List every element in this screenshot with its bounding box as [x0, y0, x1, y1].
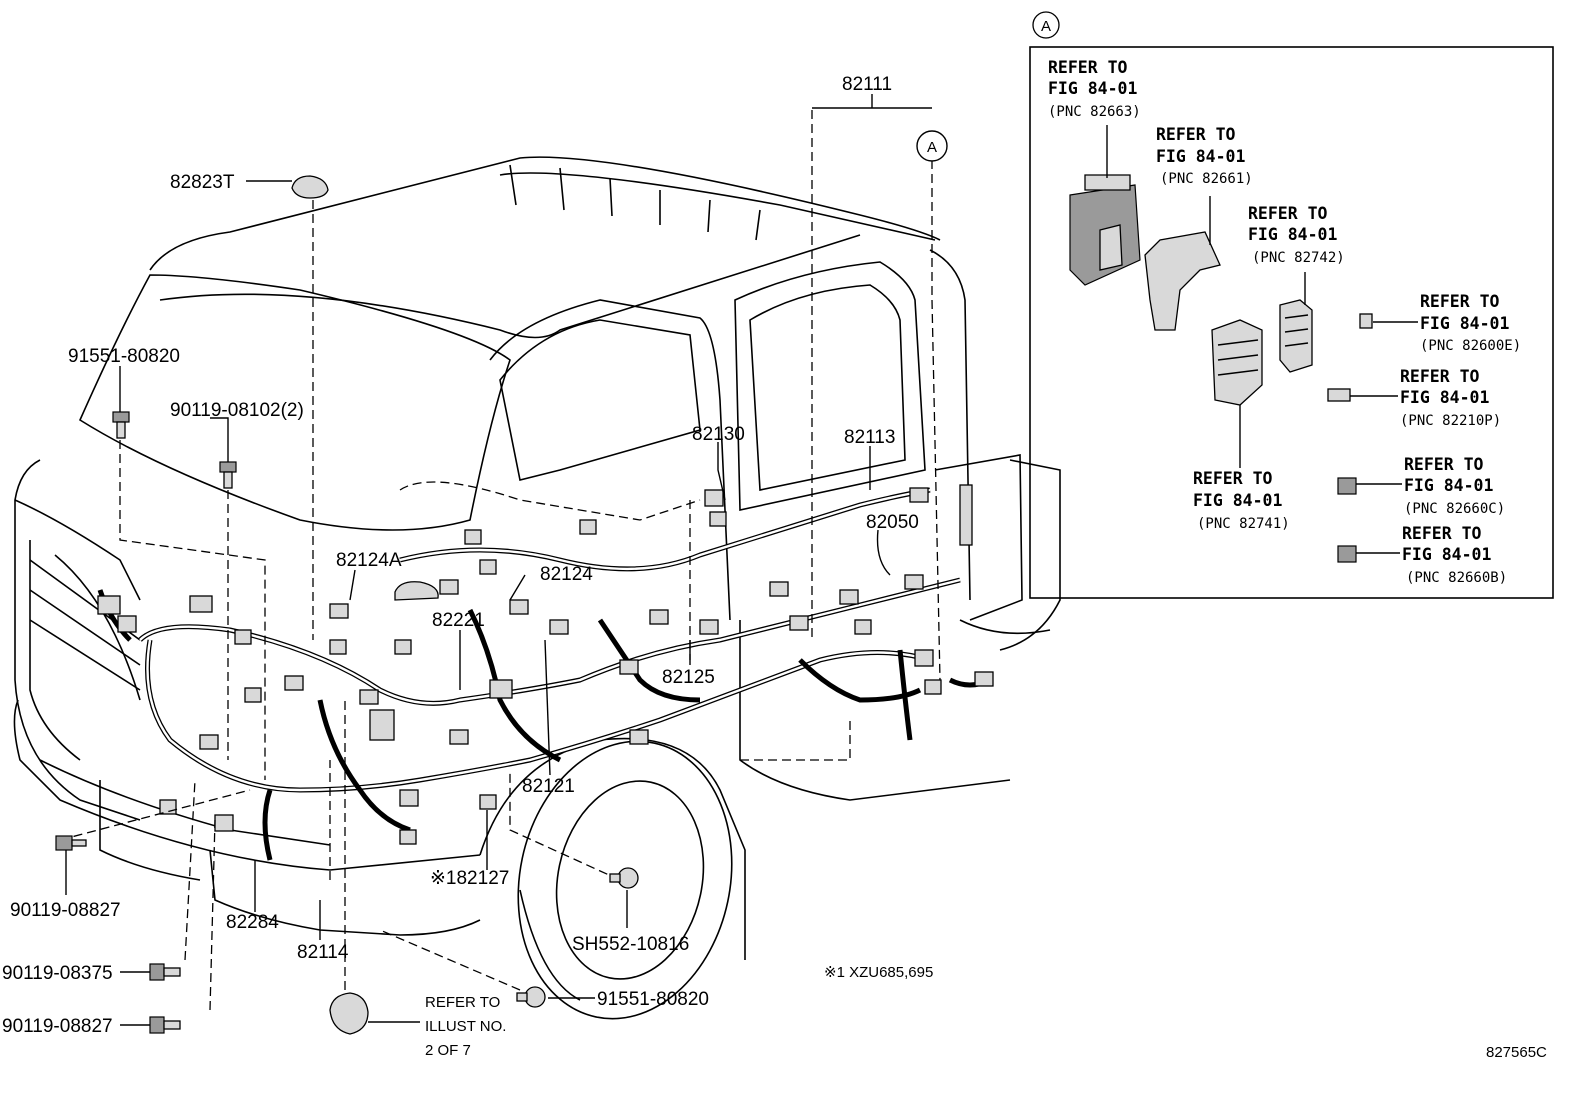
relay-block-82663-icon	[1069, 174, 1141, 286]
dashed-guide-lines	[59, 110, 941, 1011]
bolt-icon-90119-08827-a	[55, 835, 87, 851]
svg-text:REFER TO: REFER TO	[1402, 524, 1482, 543]
svg-text:REFER TO: REFER TO	[1156, 125, 1236, 144]
callout-82121: 82121	[522, 776, 575, 797]
inset-ref-82663: REFER TO FIG 84-01 (PNC 82663)	[1048, 58, 1141, 120]
callout-82124: 82124	[540, 564, 593, 585]
fuse-block-82742-icon	[1279, 299, 1313, 373]
svg-text:FIG 84-01: FIG 84-01	[1048, 79, 1137, 98]
callout-82114: 82114	[297, 942, 349, 963]
callout-82124A: 82124A	[336, 550, 402, 571]
callout-labels: 82823T 82111 91551-80820 90119-08102(2) …	[2, 74, 1547, 1061]
svg-text:FIG 84-01: FIG 84-01	[1402, 545, 1491, 564]
svg-text:(PNC 82210P): (PNC 82210P)	[1400, 413, 1501, 429]
inset-ref-82210P: REFER TO FIG 84-01 (PNC 82210P)	[1400, 367, 1501, 429]
inset-box: A	[1029, 11, 1554, 599]
svg-text:FIG 84-01: FIG 84-01	[1404, 476, 1493, 495]
svg-text:FIG 84-01: FIG 84-01	[1156, 147, 1245, 166]
inset-ref-82660C: REFER TO FIG 84-01 (PNC 82660C)	[1404, 455, 1505, 517]
callout-90119-08827-a: 90119-08827	[10, 900, 121, 921]
svg-text:(PNC 82600E): (PNC 82600E)	[1420, 338, 1521, 354]
callout-90119-08827-b: 90119-08827	[2, 1016, 113, 1037]
svg-text:FIG 84-01: FIG 84-01	[1420, 314, 1509, 333]
detail-marker-label: A	[927, 139, 937, 156]
svg-text:(PNC 82741): (PNC 82741)	[1197, 516, 1290, 532]
bolt-icon-sh552	[609, 867, 639, 889]
footnote: ※1 XZU685,695	[824, 964, 933, 981]
bolt-icon-91551-bottom	[516, 986, 546, 1008]
bolt-icon-90119-08827-b	[149, 1016, 181, 1034]
inset-ref-82742: REFER TO FIG 84-01 (PNC 82742)	[1248, 204, 1345, 266]
refer-illust-line3: 2 OF 7	[425, 1042, 471, 1059]
inset-ref-82660B: REFER TO FIG 84-01 (PNC 82660B)	[1402, 524, 1507, 586]
bolt-icon-90119-08102	[219, 461, 237, 489]
cover-icon	[329, 992, 369, 1035]
svg-text:FIG 84-01: FIG 84-01	[1400, 388, 1489, 407]
svg-text:REFER TO: REFER TO	[1404, 455, 1484, 474]
inset-ref-82741: REFER TO FIG 84-01 (PNC 82741)	[1193, 469, 1290, 532]
inset-ref-82600E: REFER TO FIG 84-01 (PNC 82600E)	[1420, 292, 1521, 354]
truck-cab-outline	[13, 156, 1061, 1020]
callout-91551-80820-bottom: 91551-80820	[597, 989, 709, 1010]
refer-illust-line1: REFER TO	[425, 994, 500, 1011]
svg-text:REFER TO: REFER TO	[1048, 58, 1128, 77]
callout-82050: 82050	[866, 512, 919, 533]
callout-90119-08102: 90119-08102(2)	[170, 400, 304, 421]
svg-text:REFER TO: REFER TO	[1193, 469, 1273, 488]
fuse-82600E-icon	[1359, 313, 1373, 329]
callout-90119-08375: 90119-08375	[2, 963, 113, 984]
wire-harness	[97, 484, 994, 861]
relay-82210P-icon	[1327, 388, 1351, 402]
svg-text:(PNC 82663): (PNC 82663)	[1048, 104, 1141, 120]
svg-text:(PNC 82742): (PNC 82742)	[1252, 250, 1345, 266]
callout-82125: 82125	[662, 667, 715, 688]
bolt-icon-90119-08375	[149, 963, 181, 981]
grommet-82823T-icon	[291, 175, 329, 199]
svg-text:REFER TO: REFER TO	[1400, 367, 1480, 386]
svg-text:(PNC 82661): (PNC 82661)	[1160, 171, 1253, 187]
callout-82113: 82113	[844, 427, 895, 448]
leader-lines	[65, 94, 932, 1026]
callout-82284: 82284	[226, 912, 279, 933]
svg-text:(PNC 82660B): (PNC 82660B)	[1406, 570, 1507, 586]
svg-text:REFER TO: REFER TO	[1420, 292, 1500, 311]
svg-text:FIG 84-01: FIG 84-01	[1248, 225, 1337, 244]
callout-82127: ※182127	[430, 868, 509, 889]
callout-82111: 82111	[842, 74, 892, 95]
refer-illust-line2: ILLUST NO.	[425, 1018, 506, 1035]
svg-text:(PNC 82660C): (PNC 82660C)	[1404, 501, 1505, 517]
fasteners	[55, 175, 639, 1035]
callout-82221: 82221	[432, 610, 485, 631]
relay-82660B-icon	[1337, 545, 1357, 563]
svg-text:FIG 84-01: FIG 84-01	[1193, 491, 1282, 510]
callout-82823T: 82823T	[170, 172, 235, 193]
callout-91551-80820-top: 91551-80820	[68, 346, 180, 367]
inset-ref-82661: REFER TO FIG 84-01 (PNC 82661)	[1156, 125, 1253, 187]
inset-marker-label: A	[1041, 18, 1051, 35]
bolt-icon-91551-top	[112, 411, 130, 439]
callout-82130: 82130	[692, 424, 745, 445]
bracket-82661-icon	[1144, 231, 1221, 331]
relay-82660C-icon	[1337, 477, 1357, 495]
fuse-block-82741-icon	[1211, 319, 1263, 406]
figure-code: 827565C	[1486, 1044, 1547, 1061]
callout-SH552-10816: SH552-10816	[572, 934, 689, 955]
svg-text:REFER TO: REFER TO	[1248, 204, 1328, 223]
detail-marker-a: A	[916, 130, 948, 162]
